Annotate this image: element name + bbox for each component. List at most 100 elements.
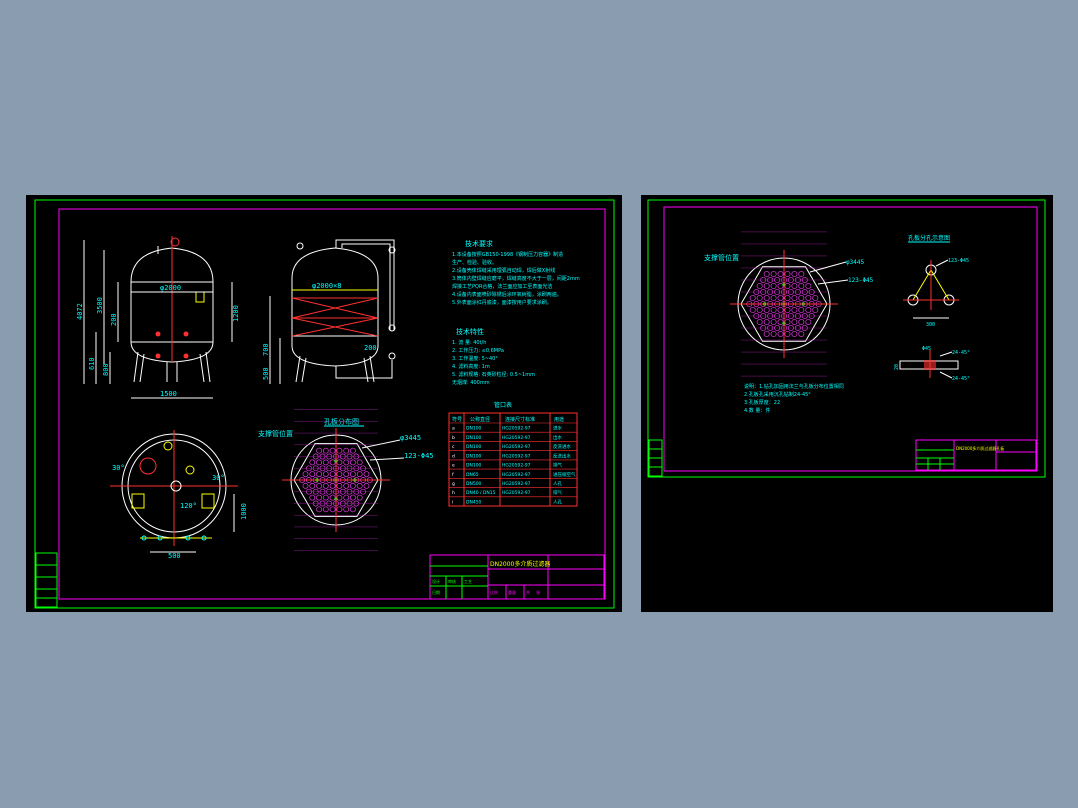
dim-front-d: 800 bbox=[102, 363, 110, 376]
title-cell: 审核 bbox=[448, 578, 456, 584]
dim-side-b: 500 bbox=[262, 367, 270, 380]
sheet-2-outer-frame bbox=[647, 199, 1046, 478]
tech-req-line: 3.筒体内壁焊缝应磨平，焊缝高度不大于一层，间距2mm bbox=[452, 275, 580, 282]
distributor-hole bbox=[805, 282, 812, 290]
distributor-hole bbox=[316, 482, 323, 489]
distributor-hole bbox=[329, 447, 336, 454]
distributor-hole bbox=[336, 447, 343, 454]
distributor-hole bbox=[322, 471, 329, 478]
tech-req-list: 1.本设备按照GB150-1998《钢制压力容器》制造 生产、检验、验收。 2.… bbox=[452, 251, 580, 306]
table-cell: 人孔 bbox=[553, 480, 562, 487]
table-cell: f bbox=[452, 472, 454, 478]
distributor-hole bbox=[343, 471, 350, 478]
distributor-hole bbox=[336, 482, 343, 489]
title-cell: 重量 bbox=[508, 589, 516, 595]
title-cell: 比例 bbox=[490, 589, 498, 595]
distributor-hole-1: φ3445 bbox=[400, 434, 421, 442]
table-cell: 反洗进水 bbox=[553, 443, 571, 450]
distributor-hole bbox=[349, 506, 356, 513]
distributor-hole bbox=[363, 471, 370, 478]
tech-char-line: 无烟煤: 400mm bbox=[452, 379, 490, 386]
dim-plan-angle-2: 30° bbox=[212, 474, 225, 482]
table-cell: e bbox=[452, 464, 455, 469]
distributor-hole bbox=[749, 294, 756, 302]
table-cell: DN500 bbox=[466, 481, 482, 487]
distributor-hole bbox=[356, 471, 363, 478]
dim-plan-angle-3: 120° bbox=[180, 502, 197, 510]
distributor-hole bbox=[770, 318, 777, 326]
table-cell: h bbox=[452, 490, 455, 496]
tech-req-line: 生产、检验、验收。 bbox=[452, 259, 497, 266]
table-cell: HG20592-97 bbox=[502, 435, 531, 441]
note-line: 4.数 量：件 bbox=[744, 407, 770, 414]
detail-title: 孔板分孔示意图 bbox=[908, 234, 950, 242]
note-line: 3.孔板厚度：22 bbox=[744, 399, 780, 406]
distributor-hole bbox=[784, 318, 791, 326]
dim-front-shell: 3500 bbox=[96, 297, 104, 314]
distributor-hole bbox=[322, 506, 329, 513]
title-cell: 张 bbox=[536, 589, 540, 595]
table-cell: c bbox=[452, 445, 455, 450]
tech-req-line: 5.外表面涂红丹底漆，面漆按用户要求涂刷。 bbox=[452, 299, 552, 306]
distributor-hole bbox=[770, 282, 777, 290]
distributor-hole bbox=[309, 471, 316, 478]
sheet-2[interactable]: 支撑管位置 φ3445 123-Φ45 孔板分孔示意图 123-Φ45 300 bbox=[641, 195, 1053, 612]
tech-req-line: 2.设备壳体焊缝采用埋弧自动焊，焊后做X射线 bbox=[452, 267, 555, 274]
distributor-hole bbox=[777, 282, 784, 290]
table-cell: DN100 bbox=[466, 453, 482, 459]
distributor-hole bbox=[343, 447, 350, 454]
tech-char-list: 1. 流 量: 40t/h 2. 工作压力: ≤0.6MPa 3. 工作温度: … bbox=[452, 339, 535, 386]
distributor-hole bbox=[784, 294, 791, 302]
distributor-hole bbox=[777, 318, 784, 326]
detail-count: 123-Φ45 bbox=[948, 258, 969, 264]
distributor-hole bbox=[777, 294, 784, 302]
distributor-hole bbox=[322, 459, 329, 466]
distributor-hole bbox=[791, 270, 798, 278]
distributor-hole bbox=[777, 330, 784, 338]
table-cell: DN450 bbox=[466, 499, 482, 505]
dim-front-c: 610 bbox=[88, 357, 96, 370]
distributor-hole bbox=[798, 270, 805, 278]
sheet-2-notes: 说明：1.钻孔加固用法兰与孔板分布位置相同 2.孔板孔采用沉孔钻制24-45° … bbox=[744, 383, 844, 414]
title-cell: 设计 bbox=[432, 578, 440, 584]
dim-plan-offset: 1000 bbox=[240, 503, 248, 520]
table-cell: DN65 bbox=[466, 472, 479, 478]
distributor-hole bbox=[791, 294, 798, 302]
tech-req-line: 1.本设备按照GB150-1998《钢制压力容器》制造 bbox=[452, 251, 563, 258]
table-cell: g bbox=[452, 482, 455, 487]
table-cell: 出水 bbox=[553, 434, 562, 441]
sheet-1-inner-frame bbox=[58, 208, 606, 600]
table-cell: DN40 / DN15 bbox=[466, 490, 496, 496]
sheet-1-paper bbox=[26, 195, 622, 612]
distributor-hole bbox=[343, 494, 350, 501]
detail-dim: 300 bbox=[926, 322, 935, 328]
dim-front-diameter: φ2000 bbox=[160, 284, 181, 292]
distributor-hole bbox=[316, 447, 323, 454]
table-cell: DN100 bbox=[466, 426, 482, 432]
distributor-hole bbox=[309, 494, 316, 501]
distributor-hole bbox=[349, 471, 356, 478]
distributor-hole bbox=[784, 330, 791, 338]
distributor-plate-1 bbox=[282, 409, 405, 551]
table-header: 连接尺寸标准 bbox=[505, 416, 535, 423]
plate-section-detail bbox=[899, 350, 959, 379]
tech-req-line: 4.设备内表面喷砂除锈后涂环氧树脂，涂刷两遍。 bbox=[452, 291, 562, 298]
table-cell: 进压缩空气 bbox=[553, 471, 576, 478]
distributor-hole bbox=[770, 294, 777, 302]
table-cell: 进水 bbox=[553, 425, 562, 432]
dim-side-c: 200 bbox=[364, 344, 377, 352]
tech-char-line: 2. 工作压力: ≤0.6MPa bbox=[452, 347, 504, 354]
distributor-hole bbox=[349, 459, 356, 466]
sheet-1[interactable]: 4072 3500 200 1200 φ2000 610 800 1500 bbox=[26, 195, 622, 612]
title-block-1 bbox=[429, 554, 605, 600]
title-cell: 日期 bbox=[432, 589, 440, 595]
section-dim: 24-45° bbox=[952, 376, 970, 382]
distributor-hole bbox=[777, 306, 784, 314]
distributor-hole bbox=[316, 494, 323, 501]
table-cell: 排气 bbox=[553, 462, 562, 469]
distributor-hole bbox=[770, 306, 777, 314]
tech-char-line: 5. 滤料规格: 石英砂粒径: 0.5~1mm bbox=[452, 371, 535, 378]
front-elevation-view bbox=[83, 236, 233, 399]
